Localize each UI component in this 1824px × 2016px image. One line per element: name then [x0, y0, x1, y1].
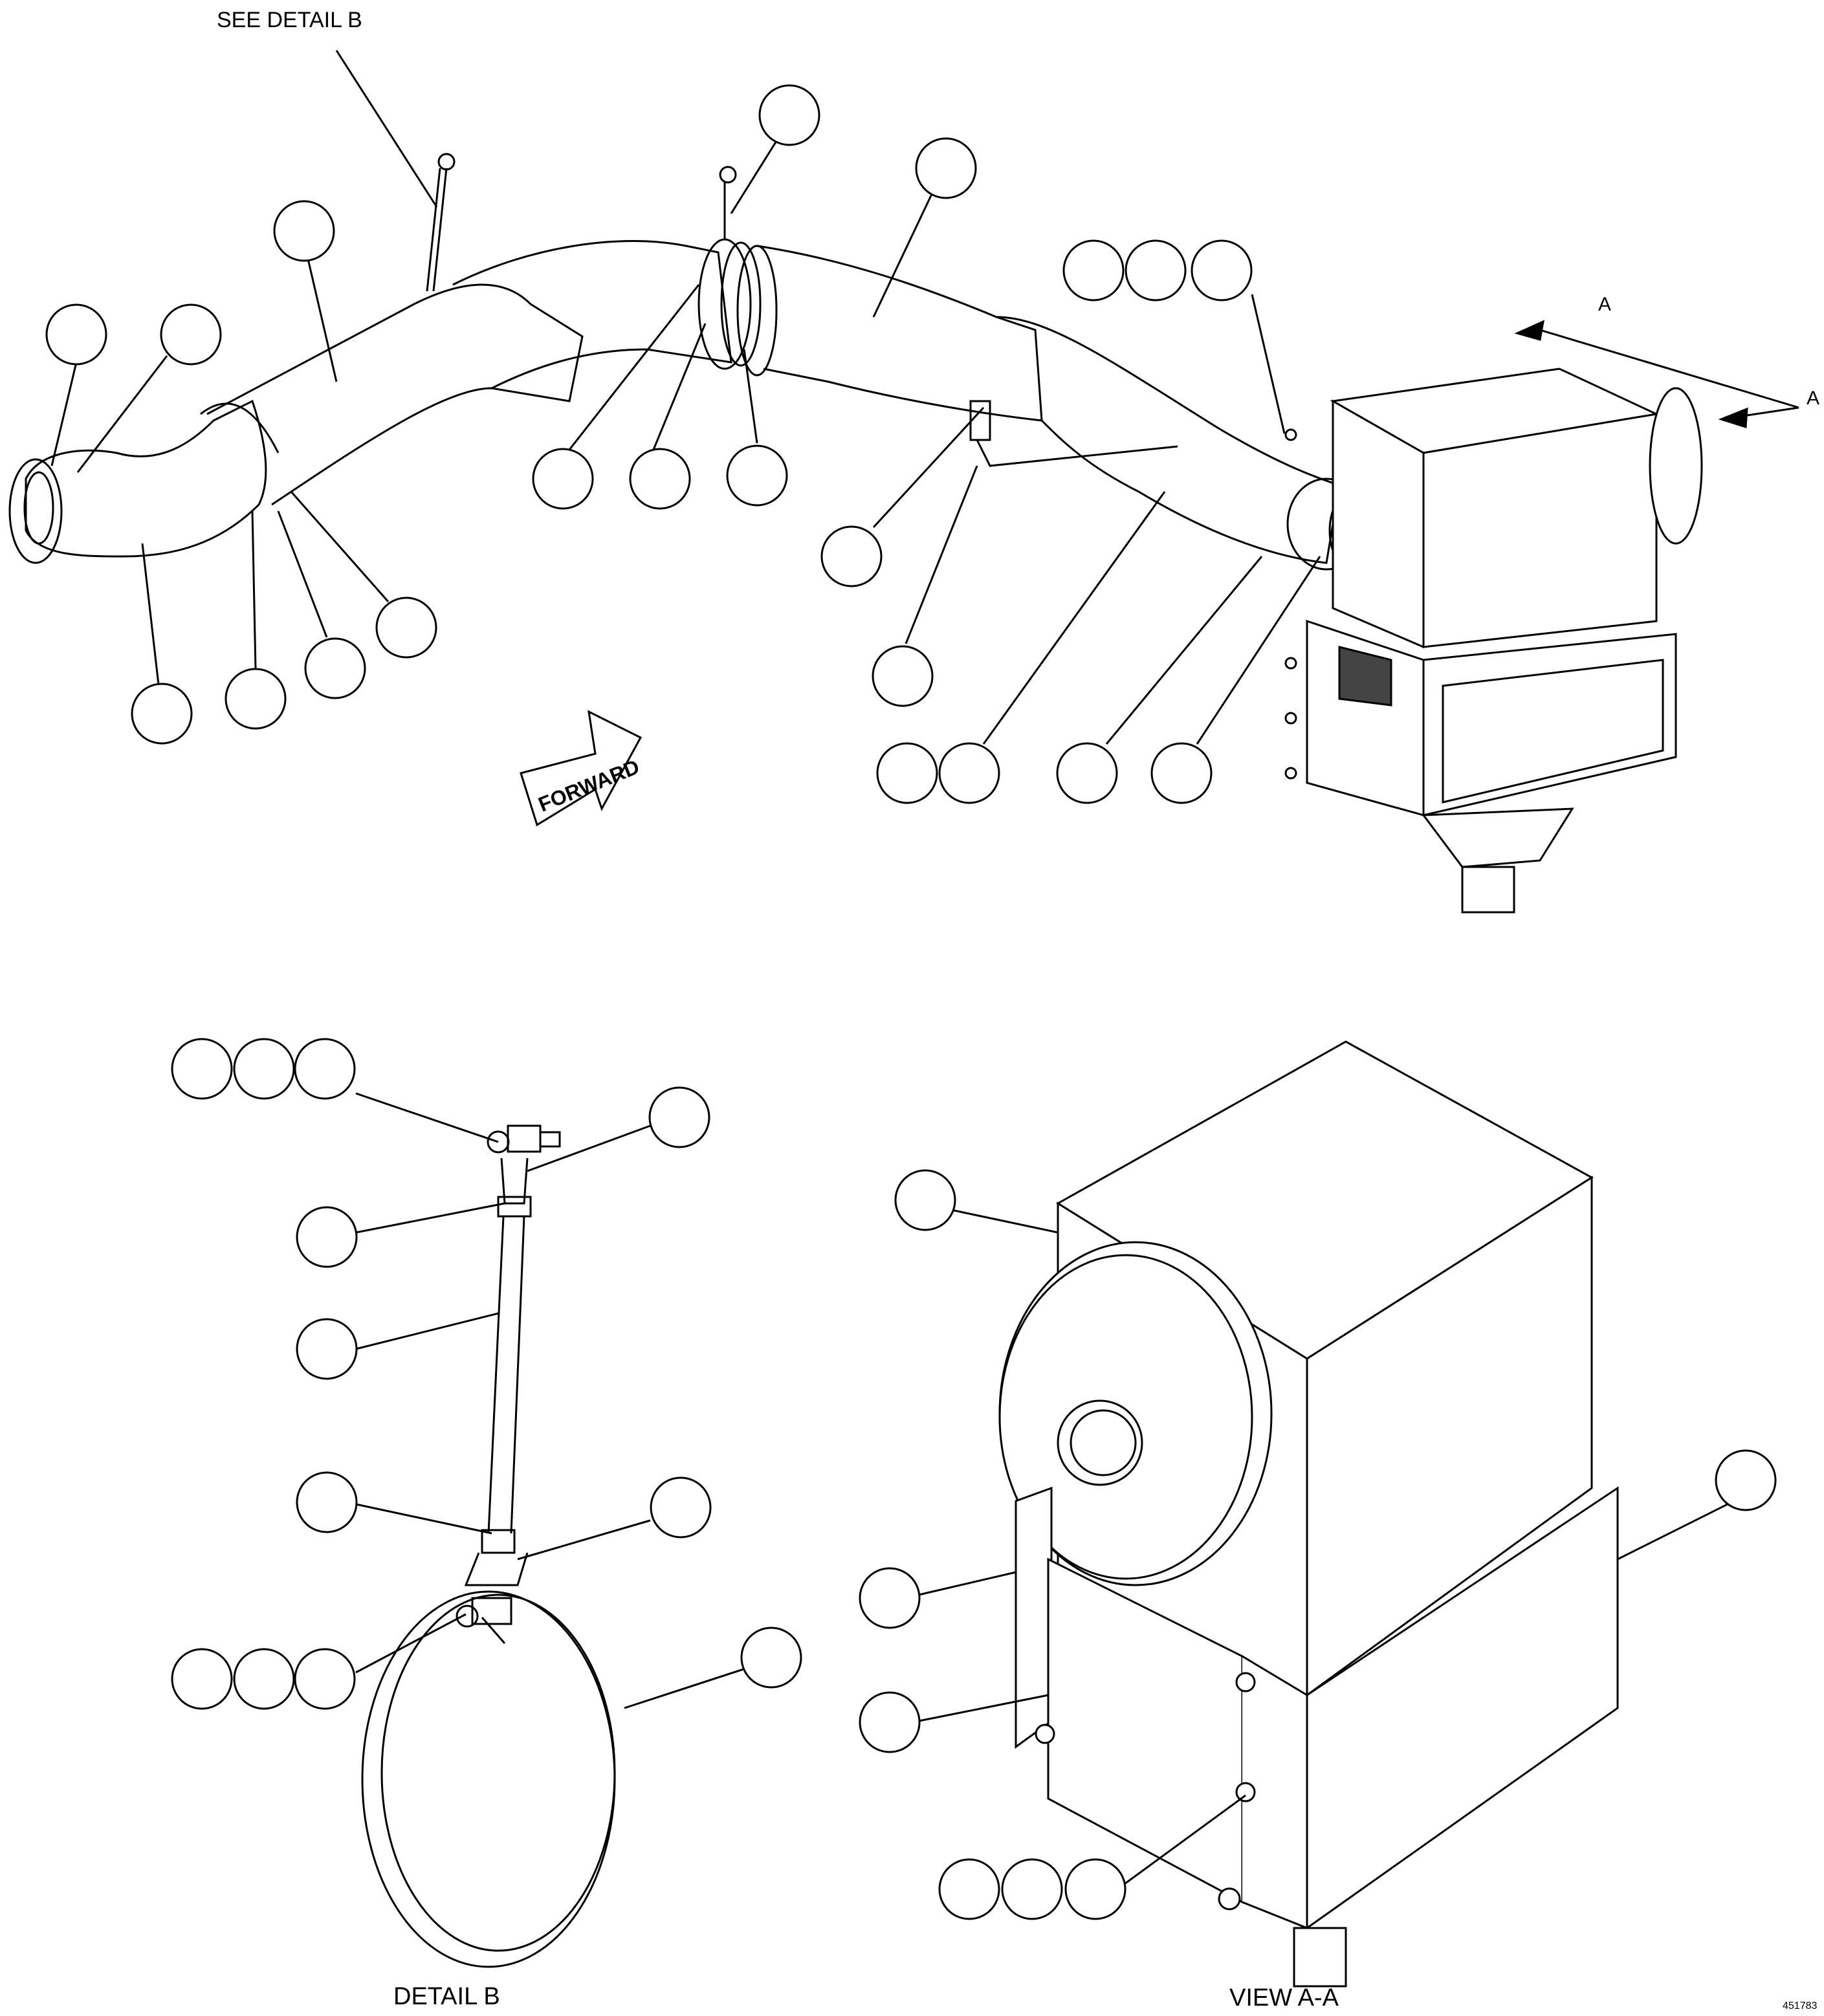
drawing-number: 451783	[1783, 2000, 1817, 2011]
callout-bubble	[938, 1858, 1000, 1920]
callout-bubble	[1056, 742, 1118, 804]
view-aa-assembly	[998, 1040, 1619, 1988]
callout-bubble	[650, 1476, 712, 1539]
callout-bubble	[532, 448, 594, 510]
detail-b-title: DETAIL B	[393, 1983, 500, 2010]
left-long-duct	[206, 283, 584, 506]
callout-bubble	[820, 525, 883, 587]
callout-bubble	[1125, 239, 1187, 301]
callout-bubble	[1001, 1858, 1063, 1920]
view-arrow-label-a1: A	[1598, 294, 1611, 315]
callout-bubble	[894, 1169, 956, 1231]
callout-bubble	[629, 448, 691, 510]
callout-bubble	[876, 742, 938, 804]
callout-bubble	[296, 1206, 358, 1268]
view-aa-title: VIEW A-A	[1229, 1984, 1339, 2011]
center-duct	[756, 245, 1043, 422]
callout-bubbles	[45, 84, 1777, 1920]
housing-end-cap	[1649, 387, 1703, 545]
callout-bubble	[1715, 1449, 1777, 1511]
callout-bubble	[171, 1038, 233, 1100]
see-detail-b-label: SEE DETAIL B	[217, 8, 362, 32]
callout-bubble	[225, 668, 287, 730]
va-lower-box	[1015, 1486, 1053, 1749]
filter-housing-top	[1284, 367, 1703, 914]
callout-bubble	[859, 1691, 921, 1753]
callout-bubble	[758, 84, 820, 146]
callout-bubble	[1150, 742, 1213, 804]
hose-clamp-band	[361, 1590, 616, 1968]
hopper-outlet	[1422, 807, 1574, 868]
va-outlet	[1293, 1927, 1347, 1988]
callout-bubble	[726, 444, 788, 507]
rod-fitting-top	[497, 1196, 532, 1218]
left-elbow-duct	[25, 399, 267, 558]
callout-bubble	[233, 1648, 295, 1710]
callout-bubble	[872, 645, 934, 707]
rod-fitting-bottom	[481, 1529, 516, 1554]
callout-bubble	[740, 1627, 802, 1689]
callout-bubble	[1191, 239, 1253, 301]
va-upper-side	[1306, 1176, 1593, 1697]
callout-bubble	[648, 1086, 710, 1148]
callout-bubble	[915, 137, 977, 199]
detail-b-hanger-top	[335, 50, 737, 292]
duct-assembly	[8, 238, 1402, 580]
callout-leaders	[50, 140, 1735, 1894]
rising-bend-duct	[452, 240, 732, 389]
callout-bubble	[294, 1038, 356, 1100]
threaded-rod-right	[510, 1216, 525, 1534]
callout-bubble	[1062, 239, 1125, 301]
callout-bubble	[160, 303, 222, 366]
callout-bubble	[304, 637, 366, 699]
callout-bubble	[131, 683, 193, 745]
callout-bubble	[296, 1471, 358, 1533]
callout-bubble	[375, 597, 437, 659]
callout-bubble	[296, 1318, 358, 1380]
view-arrows	[1514, 320, 1799, 429]
callout-bubble	[273, 200, 335, 262]
callout-bubble	[171, 1648, 233, 1710]
forward-arrow: FORWARD	[520, 710, 643, 827]
vent-grille	[1338, 646, 1392, 707]
callout-bubble	[45, 303, 107, 366]
threaded-rod-left	[487, 1216, 505, 1534]
view-arrow-label-a2: A	[1807, 388, 1819, 409]
left-elbow-end	[8, 458, 63, 564]
callout-bubble	[938, 742, 1000, 804]
callout-bubble	[233, 1038, 295, 1100]
callout-bubble	[1064, 1858, 1126, 1920]
callout-bubble	[859, 1567, 921, 1629]
lower-box-panel	[1442, 659, 1664, 804]
housing-side-face	[1422, 413, 1658, 648]
callout-bubble	[294, 1648, 356, 1710]
detail-b-assembly	[361, 1124, 616, 1968]
